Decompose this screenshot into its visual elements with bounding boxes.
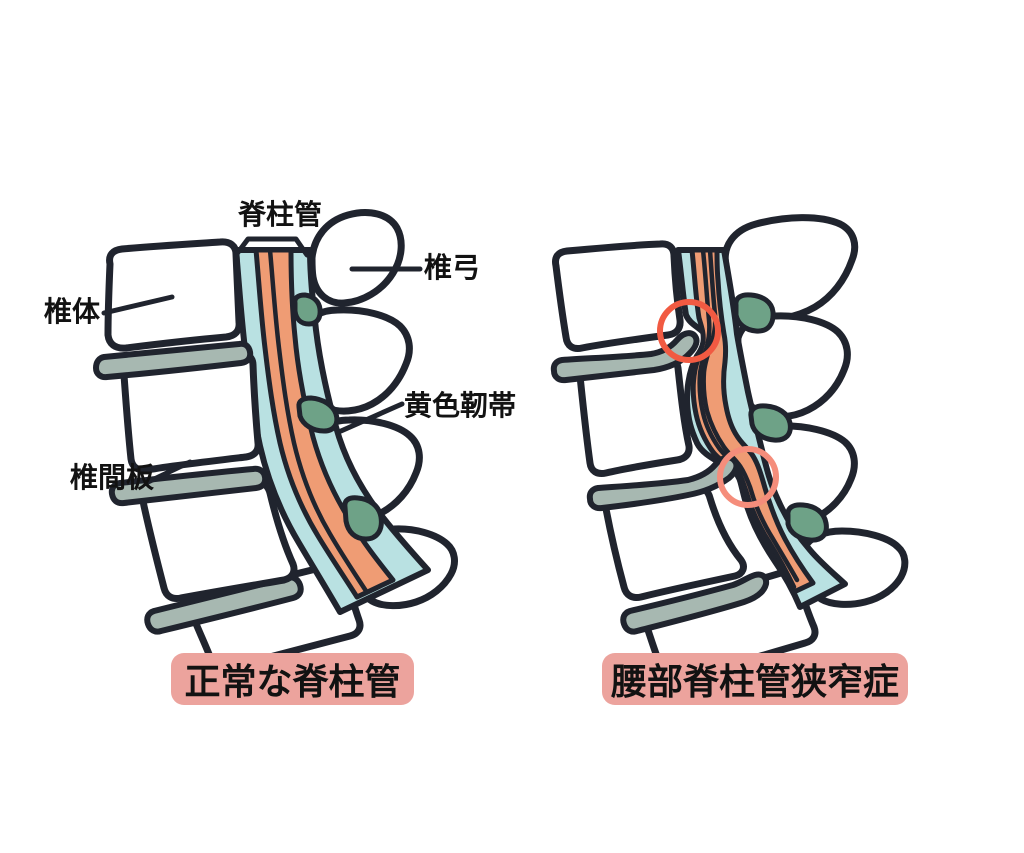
ligamentum-flavum-2-stenosis: [748, 403, 793, 443]
yellow-ligament-label: 黄色靭帯: [404, 390, 517, 421]
bulging-disc-3: [620, 571, 770, 635]
stenosis-circle-upper: [657, 299, 721, 363]
bulging-disc-2: [586, 454, 740, 512]
ligamentum-flavum-2: [296, 395, 340, 434]
nerve-cord-stenotic: [689, 247, 816, 595]
label-bracket-spinal-canal: [233, 236, 310, 258]
ligamentum-flavum-1-stenosis: [733, 292, 776, 334]
vertebral-arch-label: 椎弓: [424, 252, 481, 283]
vertebra-body-1: [104, 238, 243, 352]
leader-line-yellow-ligament: [338, 401, 405, 434]
normal-spine-group: [93, 209, 458, 673]
ligamentum-flavum-1: [292, 292, 323, 327]
spinal-canal-label: 脊柱管: [237, 199, 322, 230]
stenosis-caption: 腰部脊柱管狭窄症: [602, 653, 908, 705]
vertebra-body-1-stenosis: [552, 240, 684, 352]
bulging-disc-1: [550, 330, 700, 384]
nerve-root-line-a: [697, 247, 797, 590]
ligamentum-flavum-3-stenosis: [785, 502, 829, 543]
stenosis-spine-group: [550, 214, 909, 684]
nerve-root-line: [267, 247, 369, 594]
ligamentum-flavum-3: [342, 495, 384, 542]
stenosis-circle-lower: [717, 446, 779, 508]
normal-canal-caption: 正常な脊柱管: [171, 653, 414, 705]
vertebral-body-label: 椎体: [44, 296, 101, 327]
intervertebral-disc-2: [108, 465, 269, 507]
leader-line-vertebral-body: [101, 294, 175, 316]
intervertebral-disc-label: 椎間板: [70, 462, 155, 493]
nerve-cord-normal: [253, 247, 396, 600]
leader-line-disc: [145, 459, 193, 485]
intervertebral-disc-1: [93, 340, 254, 381]
